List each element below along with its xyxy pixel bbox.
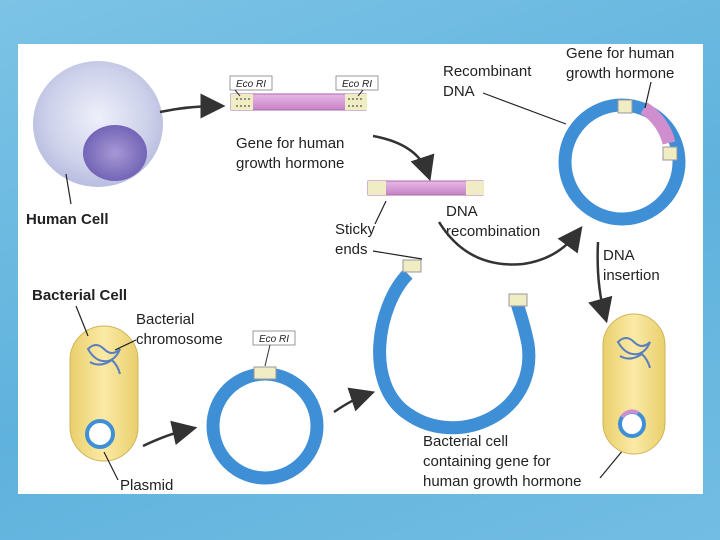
plasmid-ring [206, 366, 324, 485]
arrow-insertion [588, 241, 613, 324]
arrow-recombination [437, 221, 583, 266]
dna-recombination-label-1: DNA [446, 203, 478, 220]
ecori-label-right: Eco RI [342, 79, 372, 90]
result-label-1: Bacterial cell [423, 433, 508, 450]
diagram-panel: Human Cell Eco RI Eco RI Gene for human … [18, 44, 703, 494]
arrow-to-open-plasmid [333, 387, 376, 414]
bacterial-chromosome-shape [86, 344, 121, 363]
opened-plasmid [373, 259, 536, 435]
human-cell-pointer [65, 173, 72, 205]
arrow-gene-to-fragment [372, 134, 435, 182]
gene-label-top-2: growth hormone [236, 155, 344, 172]
result-bacterial-cell [602, 313, 666, 455]
dna-insertion-label-1: DNA [603, 247, 635, 264]
recombinant-dna-label-1: Recombinant [443, 63, 532, 80]
bacterial-cell [69, 325, 139, 462]
recombinant-dna-label-2: DNA [443, 83, 475, 100]
dna-insertion-label-2: insertion [603, 267, 660, 284]
bacterial-chromosome-label-2: chromosome [136, 331, 223, 348]
plasmid-label: Plasmid [120, 477, 173, 494]
human-cell-nucleus [83, 125, 147, 181]
sticky-ends-label-1: Sticky [335, 221, 376, 238]
gene-cloning-diagram: Human Cell Eco RI Eco RI Gene for human … [26, 45, 686, 494]
gene-label-top-1: Gene for human [236, 135, 344, 152]
sticky-ends-label-2: ends [335, 241, 368, 258]
recombinant-dna-ring [558, 98, 686, 226]
bacterial-cell-label: Bacterial Cell [32, 287, 127, 304]
human-cell-label: Human Cell [26, 211, 109, 228]
gene-segment-top [230, 93, 367, 111]
result-label-2: containing gene for [423, 453, 551, 470]
small-plasmid [85, 419, 115, 449]
bacterial-chromosome-label-1: Bacterial [136, 311, 194, 328]
dna-recombination-label-2: recombination [446, 223, 540, 240]
human-cell [33, 61, 163, 187]
arrow-cell-to-gene [159, 93, 226, 119]
arrow-plasmid-to-ring [142, 420, 198, 448]
gene-fragment-middle [367, 180, 484, 196]
result-label-3: human growth hormone [423, 473, 581, 490]
ecori-label-left: Eco RI [236, 79, 266, 90]
gene-label-right-2: growth hormone [566, 65, 674, 82]
ecori-label-plasmid: Eco RI [259, 334, 289, 345]
gene-label-right-1: Gene for human [566, 45, 674, 62]
